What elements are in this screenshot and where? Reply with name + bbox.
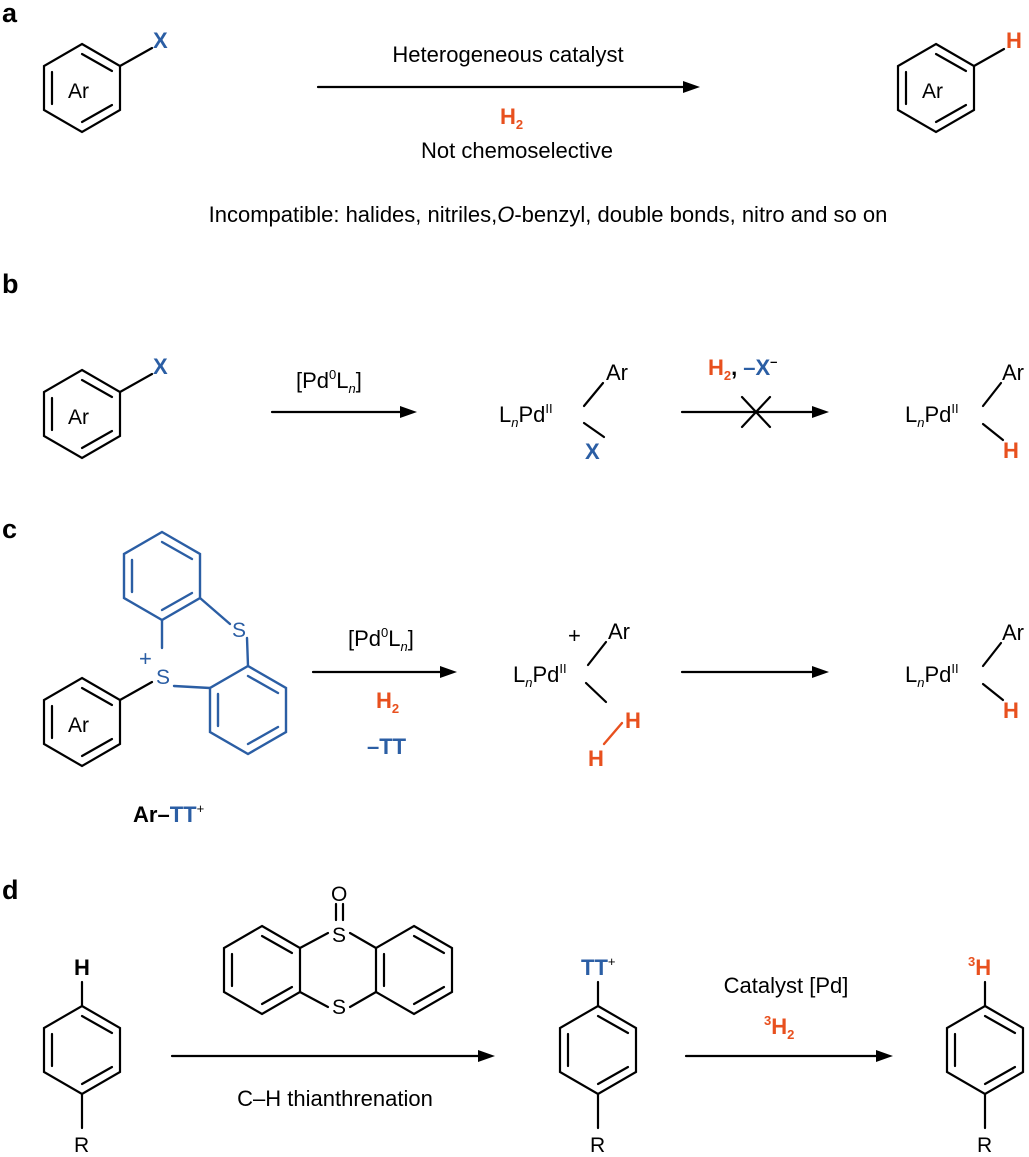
panel-c-h-h-bond: [602, 721, 624, 746]
panel-c-ring-label: Ar: [68, 714, 89, 737]
panel-b-pd0-reagent: [Pd0Ln]: [296, 367, 362, 396]
panel-c-product-pd: LnPdII: [905, 661, 959, 690]
panel-c-s-top: S: [232, 619, 246, 642]
panel-b-product-ar: Ar: [1002, 360, 1024, 385]
panel-b-aryl-ring: [42, 368, 154, 460]
panel-d-start-ring: [42, 980, 122, 1130]
panel-b-product-pd: LnPdII: [905, 401, 959, 430]
panel-a-ring-label: Ar: [68, 80, 89, 103]
panel-a-reagent-h2: H2: [500, 104, 523, 132]
panel-d-step1-caption: C–H thianthrenation: [237, 1086, 433, 1111]
panel-d-product-ring: [945, 980, 1025, 1130]
panel-b-blocked-cross: [740, 395, 772, 429]
panel-c-caption: Ar–TT+: [133, 801, 204, 827]
panel-a-label: a: [2, 0, 18, 28]
panel-c-arrowhead-2: [812, 666, 829, 678]
panel-d-step2-catalyst: Catalyst [Pd]: [724, 973, 849, 998]
panel-a-product-h: H: [1006, 28, 1022, 53]
panel-d-arrowhead-2: [876, 1050, 893, 1062]
panel-d-arrowhead-1: [478, 1050, 495, 1062]
panel-a-substituent-x: X: [153, 28, 168, 53]
panel-b-intermediate-pd: LnPdII: [499, 401, 553, 430]
panel-b-arrowhead-2: [812, 406, 829, 418]
panel-a-incompatible-note: Incompatible: halides, nitriles,O-benzyl…: [209, 202, 888, 227]
panel-c-intermediate-bond-h: [584, 681, 608, 704]
panel-d-start-h: H: [74, 955, 90, 980]
panel-c-reagent-h2: H2: [376, 688, 399, 716]
panel-c-s-charge: +: [139, 646, 152, 671]
panel-c-intermediate-ar: Ar: [608, 619, 630, 644]
panel-a-aryl-ring: [42, 42, 154, 134]
panel-b-intermediate-bond-x: [582, 421, 606, 439]
panel-b: b Ar X [Pd0Ln] LnPdII Ar X H2,–X– LnPdII: [2, 269, 1024, 464]
panel-c-intermediate-charge: +: [568, 623, 581, 648]
panel-c-pd0-reagent: [Pd0Ln]: [348, 625, 414, 654]
panel-d-reagent-s-top: S: [332, 924, 346, 947]
panel-d-middle-tt: TT+: [581, 954, 615, 980]
panel-b-product-bond-ar: [981, 381, 1003, 408]
panel-a-product-ring: [896, 42, 1006, 134]
panel-b-arrowhead-1: [400, 406, 417, 418]
panel-b-substituent-x: X: [153, 354, 168, 379]
panel-b-intermediate-bond-ar: [582, 381, 605, 408]
panel-c-product-bond-ar: [981, 641, 1003, 668]
panel-d-reagent-s-bottom: S: [332, 996, 346, 1019]
panel-c-label: c: [2, 514, 17, 544]
panel-c-product-ar: Ar: [1002, 620, 1024, 645]
panel-d-middle-ring: [558, 980, 638, 1130]
panel-d-step2-tritium: 3H2: [764, 1013, 794, 1042]
panel-c: c S S + Ar: [2, 514, 1024, 827]
panel-b-step2-reagents: H2,–X–: [708, 354, 777, 383]
panel-a-arrow-bottom: Not chemoselective: [421, 138, 613, 163]
panel-d-thianthrene-oxide: [222, 902, 454, 1016]
panel-c-thianthrenium: [122, 530, 288, 756]
panel-b-ring-label: Ar: [68, 406, 89, 429]
panel-d: d H R: [2, 875, 1025, 1157]
panel-a-product-ring-label: Ar: [922, 80, 943, 103]
panel-c-intermediate-h1: H: [625, 708, 641, 733]
panel-d-reagent-o: O: [331, 883, 347, 906]
panel-d-product-3h: 3H: [968, 954, 991, 980]
panel-d-label: d: [2, 875, 19, 905]
panel-a-arrowhead: [683, 81, 700, 93]
panel-b-product-bond-h: [981, 422, 1005, 442]
panel-d-start-r: R: [74, 1134, 89, 1157]
panel-c-arrowhead-1: [440, 666, 457, 678]
panel-c-aryl-ring: [42, 676, 154, 768]
panel-c-product-h: H: [1003, 698, 1019, 723]
panel-a-arrow-top: Heterogeneous catalyst: [392, 42, 623, 67]
panel-c-intermediate-bond-ar: [586, 640, 608, 667]
panel-d-middle-r: R: [590, 1134, 605, 1157]
panel-c-intermediate-h2: H: [588, 746, 604, 771]
panel-c-minus-tt: –TT: [367, 734, 407, 759]
panel-d-product-r: R: [977, 1134, 992, 1157]
panel-a: a Ar X Heterogeneous catalyst H2 Not che…: [2, 0, 1022, 227]
panel-c-intermediate-pd: LnPdII: [513, 661, 567, 690]
panel-b-label: b: [2, 269, 19, 299]
panel-b-intermediate-ar: Ar: [606, 360, 628, 385]
panel-b-intermediate-x: X: [585, 439, 600, 464]
panel-c-product-bond-h: [981, 682, 1005, 702]
panel-c-s-bottom: S: [156, 666, 170, 689]
panel-b-product-h: H: [1003, 438, 1019, 463]
